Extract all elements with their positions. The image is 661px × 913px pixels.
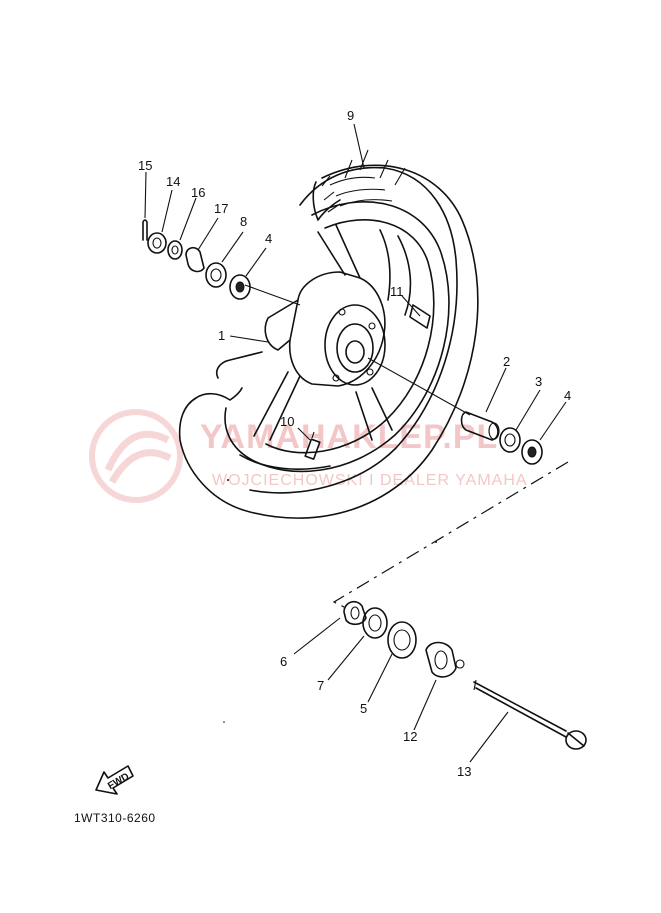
part-label: 13: [457, 764, 471, 779]
part-label: 8: [240, 214, 247, 229]
part-label: 5: [360, 701, 367, 716]
diagram-code: 1WT310-6260: [74, 811, 156, 825]
part-label: 16: [191, 185, 205, 200]
part-label: 1: [218, 328, 225, 343]
part-label: 17: [214, 201, 228, 216]
part-label: 9: [347, 108, 354, 123]
fwd-label: FWD: [106, 771, 131, 792]
part-label: 10: [280, 414, 294, 429]
part-label: 6: [280, 654, 287, 669]
right-parts: [460, 411, 543, 465]
hub: [264, 271, 386, 387]
part-label: 3: [535, 374, 542, 389]
watermark-main: YAMAHAKLEP.PL: [200, 418, 498, 456]
part-label: 4: [564, 388, 571, 403]
watermark-sub: WOJCIECHOWSKI I DEALER YAMAHA: [212, 472, 528, 489]
valve: [304, 431, 321, 460]
assembly-line: [332, 461, 569, 609]
part-label: 12: [403, 729, 417, 744]
lower-parts: [343, 600, 587, 750]
part-label: 7: [317, 678, 324, 693]
part-label: 15: [138, 158, 152, 173]
rim: [224, 201, 450, 473]
part-label: 11: [390, 284, 404, 299]
forward-arrow-icon: FWD: [95, 765, 134, 795]
tire: [178, 149, 479, 519]
left-parts: [142, 219, 251, 300]
part-label: 4: [265, 231, 272, 246]
part-label: 2: [503, 354, 510, 369]
spokes: [215, 224, 412, 441]
balance-weight: [409, 304, 431, 329]
part-label: 14: [166, 174, 180, 189]
part-labels: 9 15 14 16 17 8 4 1 11 10 2 3 4 6 7 5 12…: [138, 108, 571, 779]
leader-lines: [144, 123, 567, 763]
watermark-logo-icon: [89, 409, 183, 503]
